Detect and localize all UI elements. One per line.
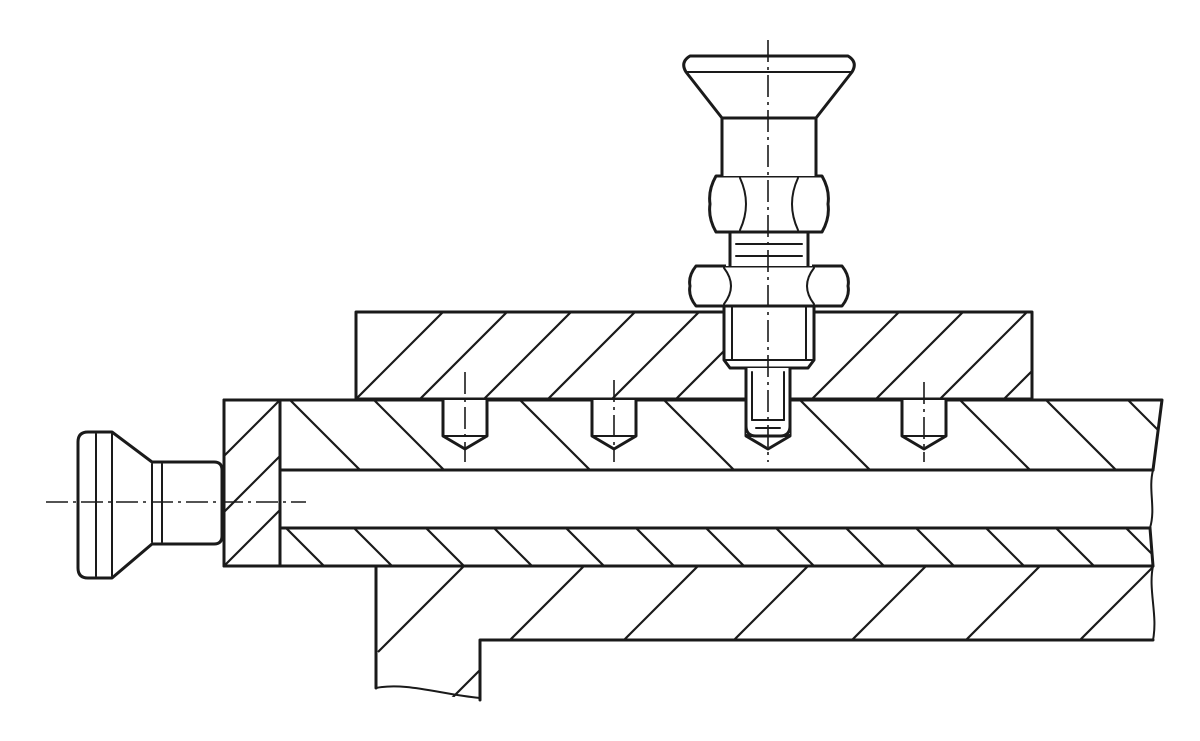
upper-wall-outline [222,398,1164,472]
top-plate-outline [354,310,1034,401]
lower-wall-hatching [285,528,1153,566]
upper-hex-nut [708,174,830,234]
knob-shank [720,116,818,178]
top-plate-hatching [356,312,1032,399]
bore [278,468,1155,530]
bore-break-line [1149,469,1154,529]
plunger-threaded-body [722,303,816,370]
locking-hole-2 [590,380,638,462]
side-plunger-knob [46,430,306,580]
end-cap-outline [222,398,282,568]
upper-wall-hatching [289,400,1162,470]
tube-wall-upper [222,398,1164,472]
locking-holes [441,372,948,462]
end-cap [222,398,282,568]
indexing-plunger [682,40,856,462]
base-block [374,564,1156,702]
end-cap-hatching [224,400,280,566]
plunger-knob [682,54,856,120]
locking-hole-4 [900,382,948,462]
base-step-edge [478,638,1155,702]
tube-wall-lower [222,526,1155,568]
base-right-break [1150,565,1156,641]
plunger-neck [726,230,812,268]
base-break-line [375,685,481,699]
locking-hole-1 [441,372,489,462]
lower-wall-break [1148,526,1155,568]
top-plate [354,310,1034,401]
base-block-hatching [377,566,1153,700]
